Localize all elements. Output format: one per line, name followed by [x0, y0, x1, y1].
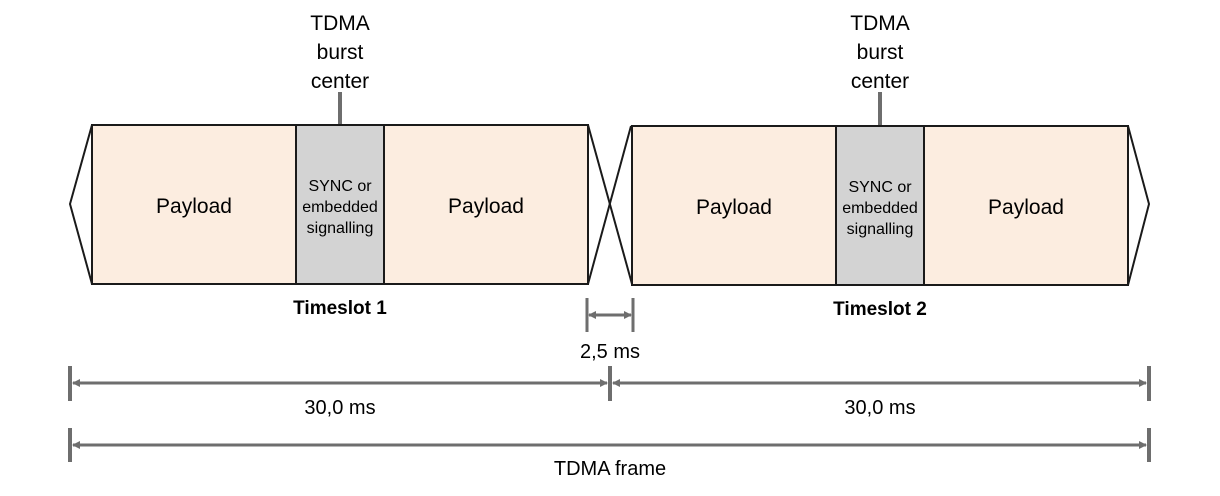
sync-label-line-1: SYNC or	[848, 179, 912, 196]
payload-right-label: Payload	[448, 195, 524, 218]
sync-box	[835, 125, 925, 286]
payload-right-box	[383, 124, 589, 285]
payload-left-label: Payload	[696, 196, 772, 219]
sync-label-line-2: embedded	[302, 199, 378, 216]
sync-label-line-2: embedded	[842, 200, 918, 217]
payload-right-box	[923, 125, 1129, 286]
timeslot-label: Timeslot 2	[833, 299, 927, 320]
slot1-duration-label: 30,0 ms	[304, 397, 375, 419]
payload-left-box	[631, 125, 837, 286]
ramp-left	[587, 125, 632, 285]
payload-left-box	[91, 124, 297, 285]
burst-center-label: TDMA burst center	[310, 12, 370, 93]
ramp-right	[1127, 125, 1151, 286]
burst-center-line-3: center	[851, 70, 909, 93]
burst-center-line-1: TDMA	[850, 12, 910, 35]
burst-center-line-2: burst	[857, 41, 904, 64]
ramp-left	[68, 124, 93, 285]
burst-center-line-3: center	[311, 70, 369, 93]
slot-duration-dimensions: 30,0 ms 30,0 ms	[68, 366, 1151, 419]
timeslot-2: TDMA burst center Payload SYNC or embedd…	[587, 12, 1151, 320]
frame-label: TDMA frame	[554, 458, 666, 480]
burst-center-label: TDMA burst center	[850, 12, 910, 93]
guard-interval-label: 2,5 ms	[580, 341, 640, 363]
frame-dimension: TDMA frame	[68, 428, 1151, 480]
burst-center-line-1: TDMA	[310, 12, 370, 35]
sync-label-line-3: signalling	[307, 220, 374, 237]
sync-label-line-3: signalling	[847, 221, 914, 238]
slot2-duration-label: 30,0 ms	[844, 397, 915, 419]
burst-center-line-2: burst	[317, 41, 364, 64]
payload-left-label: Payload	[156, 195, 232, 218]
timeslot-1: TDMA burst center Payload SYNC or embedd…	[68, 12, 633, 319]
guard-interval-dimension: 2,5 ms	[580, 298, 640, 363]
timeslot-label: Timeslot 1	[293, 298, 387, 319]
payload-right-label: Payload	[988, 196, 1064, 219]
sync-box	[295, 124, 385, 285]
sync-label-line-1: SYNC or	[308, 178, 372, 195]
